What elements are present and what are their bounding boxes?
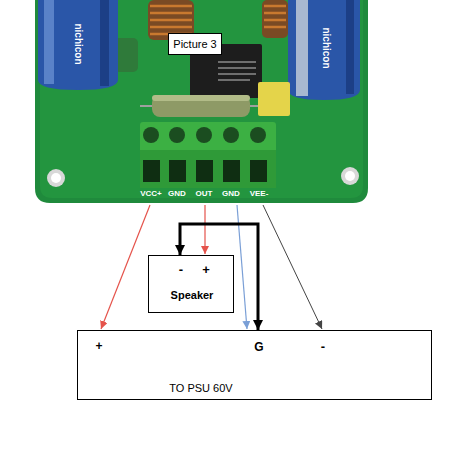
resistor [140, 95, 260, 117]
mounting-hole [51, 173, 61, 183]
terminal-screw [196, 127, 212, 143]
terminal-screw [169, 127, 185, 143]
capacitor [288, 0, 360, 100]
ground-wire-connector [180, 224, 258, 330]
terminal-label: VEE- [250, 190, 269, 198]
terminal-label: GND [168, 190, 186, 198]
wire-vcc [101, 205, 150, 329]
terminal-block [140, 122, 276, 188]
box-title: TO PSU 60V [169, 383, 232, 394]
resistor [152, 95, 250, 117]
mounting-hole [341, 167, 359, 185]
terminal-block [140, 122, 276, 188]
inductor [150, 6, 192, 34]
pin-label: + [95, 340, 102, 352]
terminal-block [140, 150, 276, 188]
terminal-screw [250, 127, 266, 143]
pcb-board [35, 0, 368, 203]
capacitor-print: nichicon [73, 23, 83, 64]
relay [190, 44, 262, 98]
terminal-opening [196, 160, 213, 182]
box-title: Speaker [171, 290, 214, 301]
pin-label: + [202, 263, 210, 276]
capacitor [346, 0, 354, 94]
terminal-opening [143, 160, 160, 182]
inductor [262, 0, 288, 38]
terminal-screw [223, 127, 239, 143]
terminal-opening [143, 160, 267, 182]
resistor [152, 95, 250, 101]
film-capacitor [258, 82, 290, 116]
capacitor [44, 0, 54, 84]
speaker-box: - + Speaker [148, 255, 234, 313]
terminal-opening [223, 160, 240, 182]
terminal-opening [169, 160, 186, 182]
inductor [148, 0, 288, 40]
capacitor [296, 0, 308, 96]
relay [190, 44, 262, 98]
terminal-label: VCC+ [140, 190, 162, 198]
mounting-hole [345, 171, 355, 181]
connector-group [180, 224, 258, 330]
mounting-hole [47, 169, 65, 187]
pin-label: - [179, 263, 183, 276]
terminal-screw [143, 127, 159, 143]
pin-label: - [321, 340, 325, 353]
wire-vee [263, 205, 322, 329]
terminal-opening [250, 160, 267, 182]
wire-out [204, 205, 205, 254]
pcb-board [35, 0, 368, 203]
capacitor [38, 0, 360, 100]
terminal-label: OUT [196, 190, 213, 198]
psu-box: + G - TO PSU 60V [77, 330, 432, 400]
inductor [264, 6, 286, 27]
relay [218, 62, 256, 80]
capacitor-print: nichicon [321, 27, 331, 68]
capacitor [100, 0, 109, 86]
capacitor [38, 0, 118, 90]
terminal-screw [143, 127, 266, 143]
pin-label: G [254, 341, 263, 353]
inductor [148, 0, 194, 40]
wire [101, 205, 322, 329]
terminal-label: GND [222, 190, 240, 198]
picture-tag: Picture 3 [168, 33, 222, 55]
tag-text: Picture 3 [173, 39, 216, 50]
film-capacitor [258, 82, 290, 116]
